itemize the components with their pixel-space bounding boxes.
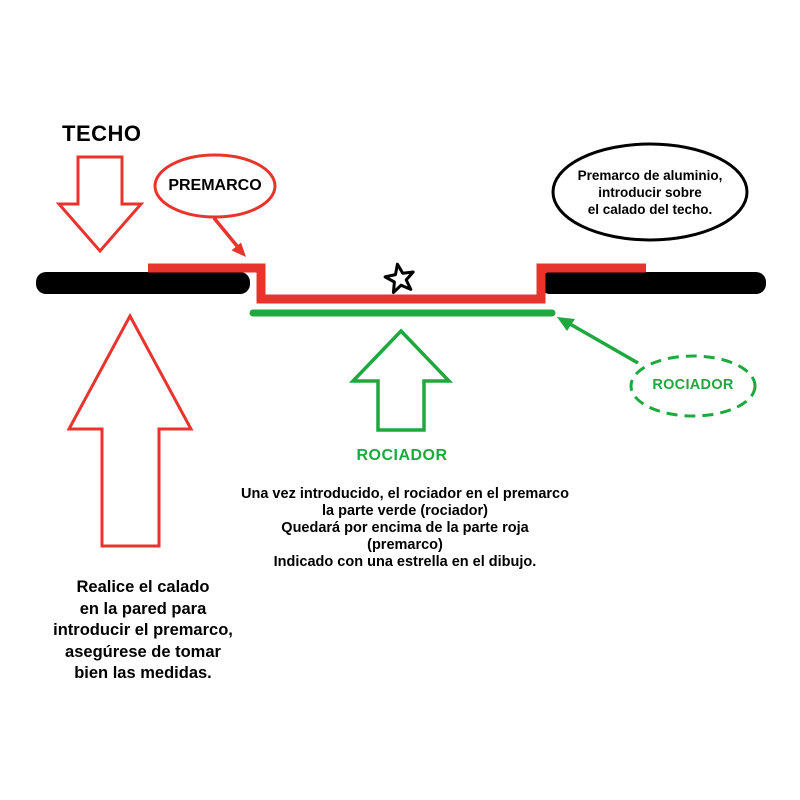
center-instructions-line: Quedará por encima de la parte roja: [281, 520, 529, 536]
ceiling-right-bar: [540, 272, 766, 294]
left-instructions-line: asegúrese de tomar: [65, 642, 221, 661]
calado-up-arrow: [66, 312, 194, 548]
left-instructions-line: en la pared para: [79, 599, 207, 618]
ceiling-left-bar: [36, 272, 250, 294]
aluminio-note-line: Premarco de aluminio,: [577, 168, 723, 183]
aluminio-note-line: introducir sobre: [598, 185, 702, 200]
center-instructions-line: la parte verde (rociador): [322, 503, 488, 519]
center-instructions-line: (premarco): [367, 537, 443, 553]
rociador-bubble-outline: [629, 354, 757, 418]
rociador-bubble-label: ROCIADOR: [652, 377, 734, 393]
note-bubble-outline: [551, 142, 749, 242]
left-instructions-line: bien las medidas.: [74, 664, 212, 682]
star-icon: [383, 262, 415, 294]
rociador-pointer-arrowhead: [557, 317, 575, 331]
left-instructions-line: Realice el calado: [76, 578, 210, 596]
center-instructions-line: Una vez introducido, el rociador en el p…: [241, 486, 569, 502]
left-instructions-line: introducir el premarco,: [53, 621, 233, 639]
aluminio-note: Premarco de aluminio, introducir sobre e…: [552, 167, 748, 218]
premarco-bubble-label: PREMARCO: [168, 177, 262, 194]
premarco-pointer-line: [212, 216, 239, 248]
premarco-bubble-outline: [153, 153, 277, 219]
center-instructions: Una vez introducido, el rociador en el p…: [205, 486, 605, 571]
premarco-channel-profile: [148, 263, 646, 304]
techo-down-arrow: [55, 155, 145, 254]
rociador-up-arrow: [348, 328, 454, 432]
techo-label: TECHO: [62, 121, 142, 146]
left-instructions: Realice el calado en la pared para intro…: [38, 577, 248, 685]
rociador-pointer-line: [569, 322, 639, 365]
premarco-pointer-arrowhead: [231, 242, 246, 257]
center-instructions-line: Indicado con una estrella en el dibujo.: [273, 554, 537, 570]
rociador-arrow-label: ROCIADOR: [356, 447, 448, 464]
aluminio-note-line: el calado del techo.: [587, 202, 713, 217]
